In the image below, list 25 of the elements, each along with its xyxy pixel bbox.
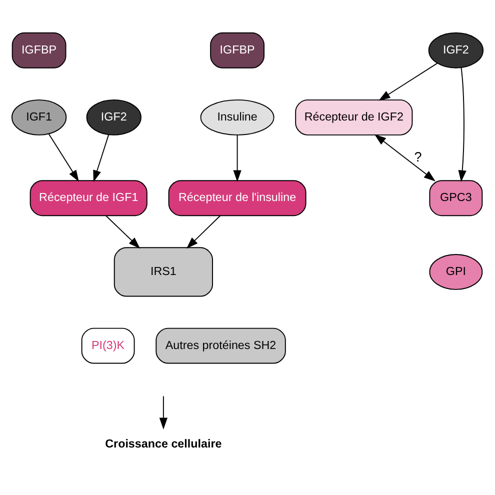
node-text: Croissance cellulaire [105,437,222,450]
arrow [378,62,438,100]
node-box: Récepteur de IGF2 [295,98,413,135]
arrow [93,134,110,182]
node-box: IGFBP [210,32,264,68]
arrow [105,214,140,248]
node-box: Récepteur de IGF1 [30,180,148,216]
node-ellipse: IGF1 [11,98,67,135]
node-ellipse: GPI [429,253,483,290]
node-box: Autres protéines SH2 [156,327,286,364]
node-box: IGFBP [12,32,66,68]
node-box: IRS1 [114,246,213,296]
node-box: Récepteur de l'insuline [168,180,306,216]
node-ellipse: Insuline [200,98,274,135]
node-ellipse: IGF2 [428,32,484,68]
node-box: PI(3)K [81,327,135,364]
arrow [48,132,79,182]
arrow [159,395,168,429]
arrow [374,134,436,181]
node-box: GPC3 [429,180,483,216]
arrow [458,66,466,182]
arrow [233,134,242,182]
arrow [186,214,221,248]
node-ellipse: IGF2 [86,98,142,135]
edge-label: ? [414,148,422,164]
